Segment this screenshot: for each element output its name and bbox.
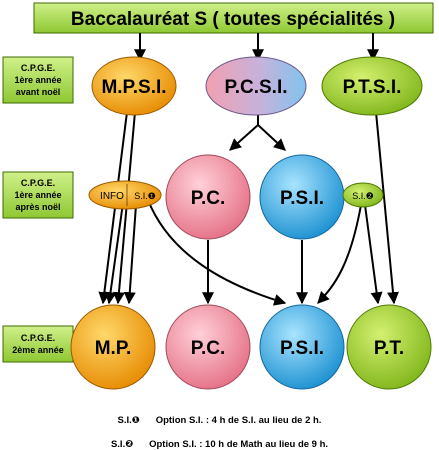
node-pt-label: P.T.	[374, 338, 404, 359]
node-pcsi-label: P.C.S.I.	[224, 77, 287, 98]
legend-key-2: S.I.❷	[110, 439, 134, 450]
legend-text-1: Option S.I. : 4 h de S.I. au lieu de 2 h…	[155, 415, 322, 426]
arrow-info-mp	[104, 202, 124, 305]
node-pcsi: P.C.S.I.	[205, 56, 307, 116]
arrow-si2-pt	[364, 204, 383, 305]
row-label-1-line2: 1ère année	[14, 75, 61, 85]
node-pt: P.T.	[346, 304, 432, 390]
header-title: Baccalauréat S ( toutes spécialités )	[71, 9, 395, 30]
node-pc-2-label: P.C.	[191, 338, 226, 359]
arrows	[98, 33, 399, 306]
node-pc-1: P.C.	[165, 154, 251, 240]
header-banner: Baccalauréat S ( toutes spécialités )	[33, 2, 434, 34]
legend-key-1: S.I.❶	[117, 415, 140, 426]
arrow-ptsi-pt-1	[375, 111, 399, 305]
row-label-1-line3: avant noël	[16, 87, 61, 97]
row-label-3: C.P.G.E. 2ème année	[2, 325, 74, 363]
arrow-pcsi-psi	[257, 124, 286, 151]
arrow-si1-psi	[147, 199, 287, 306]
node-info-label: INFO	[100, 191, 124, 202]
node-psi-1-label: P.S.I.	[280, 188, 324, 209]
row-label-2-line2: 1ère année	[14, 190, 61, 200]
node-pc-2: P.C.	[165, 304, 251, 390]
node-mp: M.P.	[70, 304, 156, 390]
row-label-1-line1: C.P.G.E.	[21, 63, 55, 73]
row-label-3-line2: 2ème année	[12, 345, 64, 355]
row-label-2-line1: C.P.G.E.	[21, 178, 55, 188]
row-label-1: C.P.G.E. 1ère année avant noël	[2, 56, 74, 104]
arrow-si1-mp	[123, 204, 137, 305]
node-pc-1-label: P.C.	[191, 188, 226, 209]
node-si2-label: S.I.❷	[352, 191, 374, 201]
row-label-2: C.P.G.E. 1ère année après noël	[2, 171, 74, 219]
legend-line-1: S.I.❶ Option S.I. : 4 h de S.I. au lieu …	[0, 415, 439, 426]
arrow-si2-psi	[317, 204, 362, 304]
node-mpsi-label: M.P.S.I.	[101, 77, 166, 98]
node-ptsi-label: P.T.S.I.	[343, 77, 402, 98]
node-si1-label: S.I.❶	[134, 191, 156, 201]
node-psi-1: P.S.I.	[259, 154, 345, 240]
row-label-2-line3: après noël	[15, 202, 60, 212]
row-label-3-line1: C.P.G.E.	[21, 333, 55, 343]
node-ptsi: P.T.S.I.	[321, 56, 423, 116]
legend-line-2: S.I.❷ Option S.I. : 10 h de Math au lieu…	[0, 439, 439, 450]
node-psi-2-label: P.S.I.	[280, 338, 324, 359]
legend-text-2: Option S.I. : 10 h de Math au lieu de 9 …	[149, 439, 329, 450]
arrow-pcsi-pc	[229, 115, 259, 151]
node-info-si1: INFO S.I.❶	[88, 180, 162, 210]
node-mp-label: M.P.	[95, 338, 132, 359]
node-psi-2: P.S.I.	[259, 304, 345, 390]
node-mpsi: M.P.S.I.	[91, 56, 177, 116]
node-si2: S.I.❷	[342, 182, 384, 208]
